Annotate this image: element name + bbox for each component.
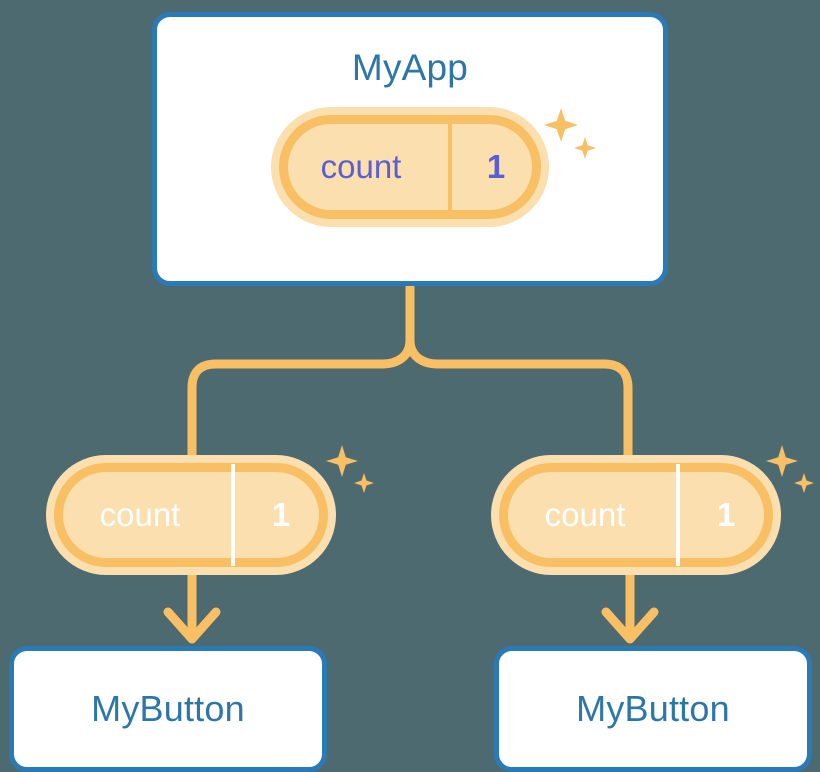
component-card-mybutton-left[interactable]: MyButton bbox=[9, 646, 327, 772]
state-key-label: count bbox=[99, 496, 181, 533]
state-value-label: 1 bbox=[448, 116, 540, 218]
tree-branch-connector bbox=[187, 281, 415, 460]
sparkle-small-icon bbox=[794, 473, 814, 493]
sparkle-large-icon bbox=[326, 445, 358, 477]
state-value-label: 1 bbox=[676, 464, 772, 566]
component-card-mybutton-right[interactable]: MyButton bbox=[494, 646, 812, 772]
state-value-label: 1 bbox=[231, 464, 327, 566]
page-title: MyApp bbox=[351, 47, 469, 88]
state-pill-child-left[interactable]: count 1 bbox=[46, 455, 336, 575]
component-label: MyButton bbox=[91, 688, 245, 729]
state-key-label: count bbox=[544, 496, 626, 533]
arrow-down-icon-right-head bbox=[601, 607, 659, 644]
state-key-label: count bbox=[320, 148, 402, 185]
state-pill-myapp[interactable]: count 1 bbox=[271, 107, 549, 227]
tree-branch-connector-right bbox=[405, 281, 633, 460]
arrow-down-icon-left-head bbox=[163, 607, 221, 644]
state-pill-child-right[interactable]: count 1 bbox=[491, 455, 781, 575]
component-label: MyButton bbox=[576, 688, 730, 729]
sparkle-small-icon bbox=[354, 473, 374, 493]
